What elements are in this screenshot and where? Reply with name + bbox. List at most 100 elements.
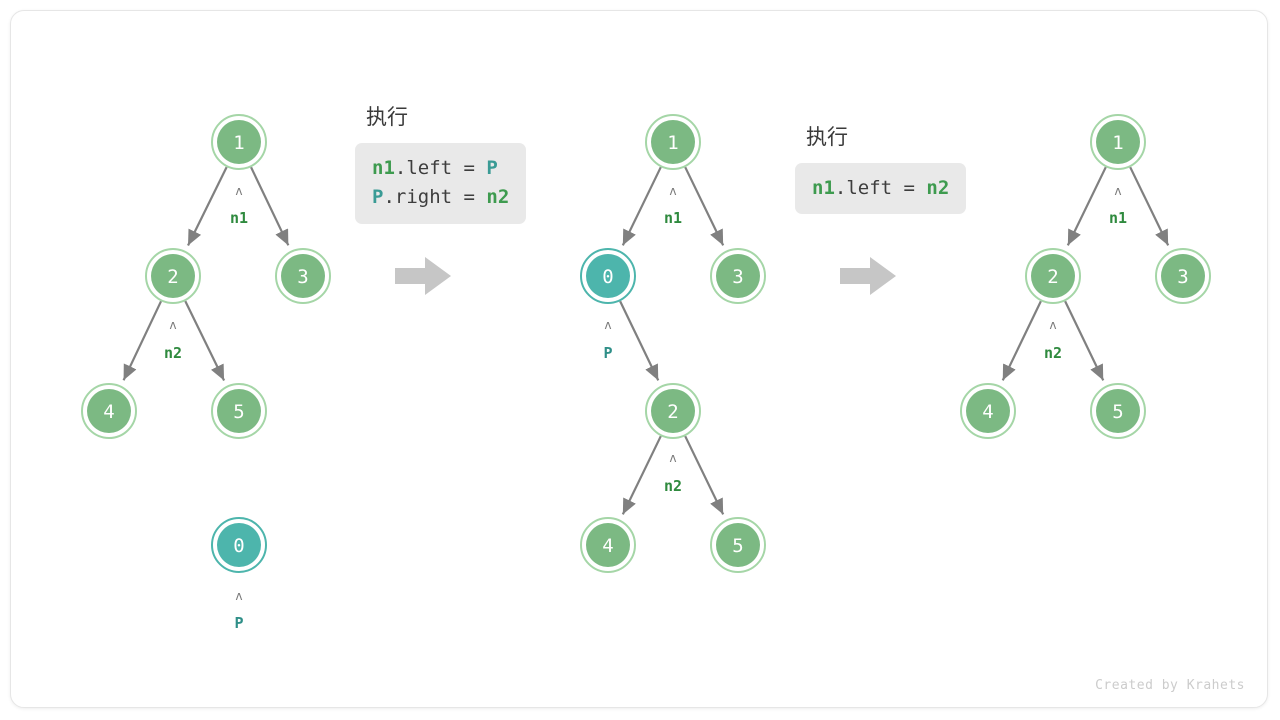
node-value: 5 (732, 535, 743, 557)
node-value: 4 (602, 535, 613, 557)
tree-node[interactable]: 4 (580, 517, 636, 573)
tree-edge (621, 435, 662, 515)
tree-node[interactable]: 2 (1025, 248, 1081, 304)
tree-node[interactable]: 5 (211, 383, 267, 439)
code-line: n1.left = n2 (812, 174, 949, 203)
node-value: 4 (982, 401, 993, 423)
pointer-caret-icon: ʌ (669, 451, 676, 465)
node-outer-ring (211, 114, 267, 170)
code-token: n2 (926, 177, 950, 199)
tree-edge (1066, 166, 1107, 246)
tree-node[interactable]: 1 (211, 114, 267, 170)
code-token: n1 (812, 177, 835, 199)
node-outer-ring (1090, 114, 1146, 170)
node-body (586, 254, 630, 298)
tree-node[interactable]: 3 (1155, 248, 1211, 304)
node-outer-ring (145, 248, 201, 304)
tree-edge (684, 435, 725, 515)
node-body (1096, 120, 1140, 164)
flow-arrow-2 (840, 257, 896, 295)
tree-edge (250, 166, 290, 246)
node-value: 5 (1112, 401, 1123, 423)
caption-step-2: 执行 (366, 105, 408, 129)
tree-node[interactable]: 1 (645, 114, 701, 170)
node-body (281, 254, 325, 298)
node-body (586, 523, 630, 567)
node-value: 4 (103, 401, 114, 423)
pointer-caret-icon: ʌ (235, 589, 242, 603)
code-token: .left = (834, 177, 927, 199)
node-body (1161, 254, 1205, 298)
pointer-label: P (603, 344, 612, 362)
tree-edge (684, 166, 725, 246)
node-outer-ring (710, 517, 766, 573)
node-body (1096, 389, 1140, 433)
code-token: .left = (394, 157, 487, 179)
tree-node[interactable]: 1 (1090, 114, 1146, 170)
node-body (966, 389, 1010, 433)
node-body (217, 523, 261, 567)
pointer-caret-icon: ʌ (669, 184, 676, 198)
pointer-label: n2 (1044, 344, 1062, 362)
node-value: 2 (667, 401, 678, 423)
pointer-caret-icon: ʌ (604, 318, 611, 332)
node-value: 1 (233, 132, 244, 154)
tree-node[interactable]: 3 (275, 248, 331, 304)
node-outer-ring (645, 114, 701, 170)
node-body (217, 120, 261, 164)
code-token: n1 (372, 157, 395, 179)
caption-step-3: 执行 (806, 125, 848, 149)
tree-edge (1064, 300, 1105, 381)
tree-node[interactable]: 5 (1090, 383, 1146, 439)
node-outer-ring (580, 517, 636, 573)
node-value: 1 (667, 132, 678, 154)
tree-node[interactable]: 4 (960, 383, 1016, 439)
tree-node[interactable]: 2 (645, 383, 701, 439)
tree-edge (122, 300, 162, 381)
node-outer-ring (1025, 248, 1081, 304)
node-body (716, 254, 760, 298)
code-token: n2 (486, 186, 510, 209)
node-outer-ring (645, 383, 701, 439)
node-outer-ring (211, 517, 267, 573)
node-outer-ring (1155, 248, 1211, 304)
pointer-caret-icon: ʌ (1114, 184, 1121, 198)
node-value: 2 (167, 266, 178, 288)
pointer-label: n1 (664, 209, 682, 227)
tree-node-highlight[interactable]: 0 (580, 248, 636, 304)
node-value: 1 (1112, 132, 1123, 154)
code-line: P.right = n2 (372, 183, 509, 212)
code-line: n1.left = P (372, 154, 509, 183)
pointer-label: n1 (230, 209, 248, 227)
tree-node-highlight[interactable]: 0 (211, 517, 267, 573)
tree-node[interactable]: 4 (81, 383, 137, 439)
node-body (1031, 254, 1075, 298)
node-body (716, 523, 760, 567)
credit-text: Created by Krahets (1095, 678, 1245, 693)
tree-edge (621, 166, 662, 246)
node-value: 2 (1047, 266, 1058, 288)
node-outer-ring (275, 248, 331, 304)
node-body (87, 389, 131, 433)
tree-node[interactable]: 3 (710, 248, 766, 304)
tree-node[interactable]: 5 (710, 517, 766, 573)
pointer-label: n2 (664, 477, 682, 495)
code-token: P (372, 186, 384, 209)
tree-edge (184, 300, 226, 381)
tree-node[interactable]: 2 (145, 248, 201, 304)
tree-edge (187, 166, 228, 246)
node-value: 3 (297, 266, 308, 288)
pointer-label: P (234, 614, 243, 632)
node-value: 0 (602, 266, 613, 288)
pointer-caret-icon: ʌ (235, 184, 242, 198)
tree-edge (1129, 166, 1170, 246)
code-box-step-3: n1.left = n2 (795, 163, 967, 215)
node-body (151, 254, 195, 298)
node-outer-ring (211, 383, 267, 439)
